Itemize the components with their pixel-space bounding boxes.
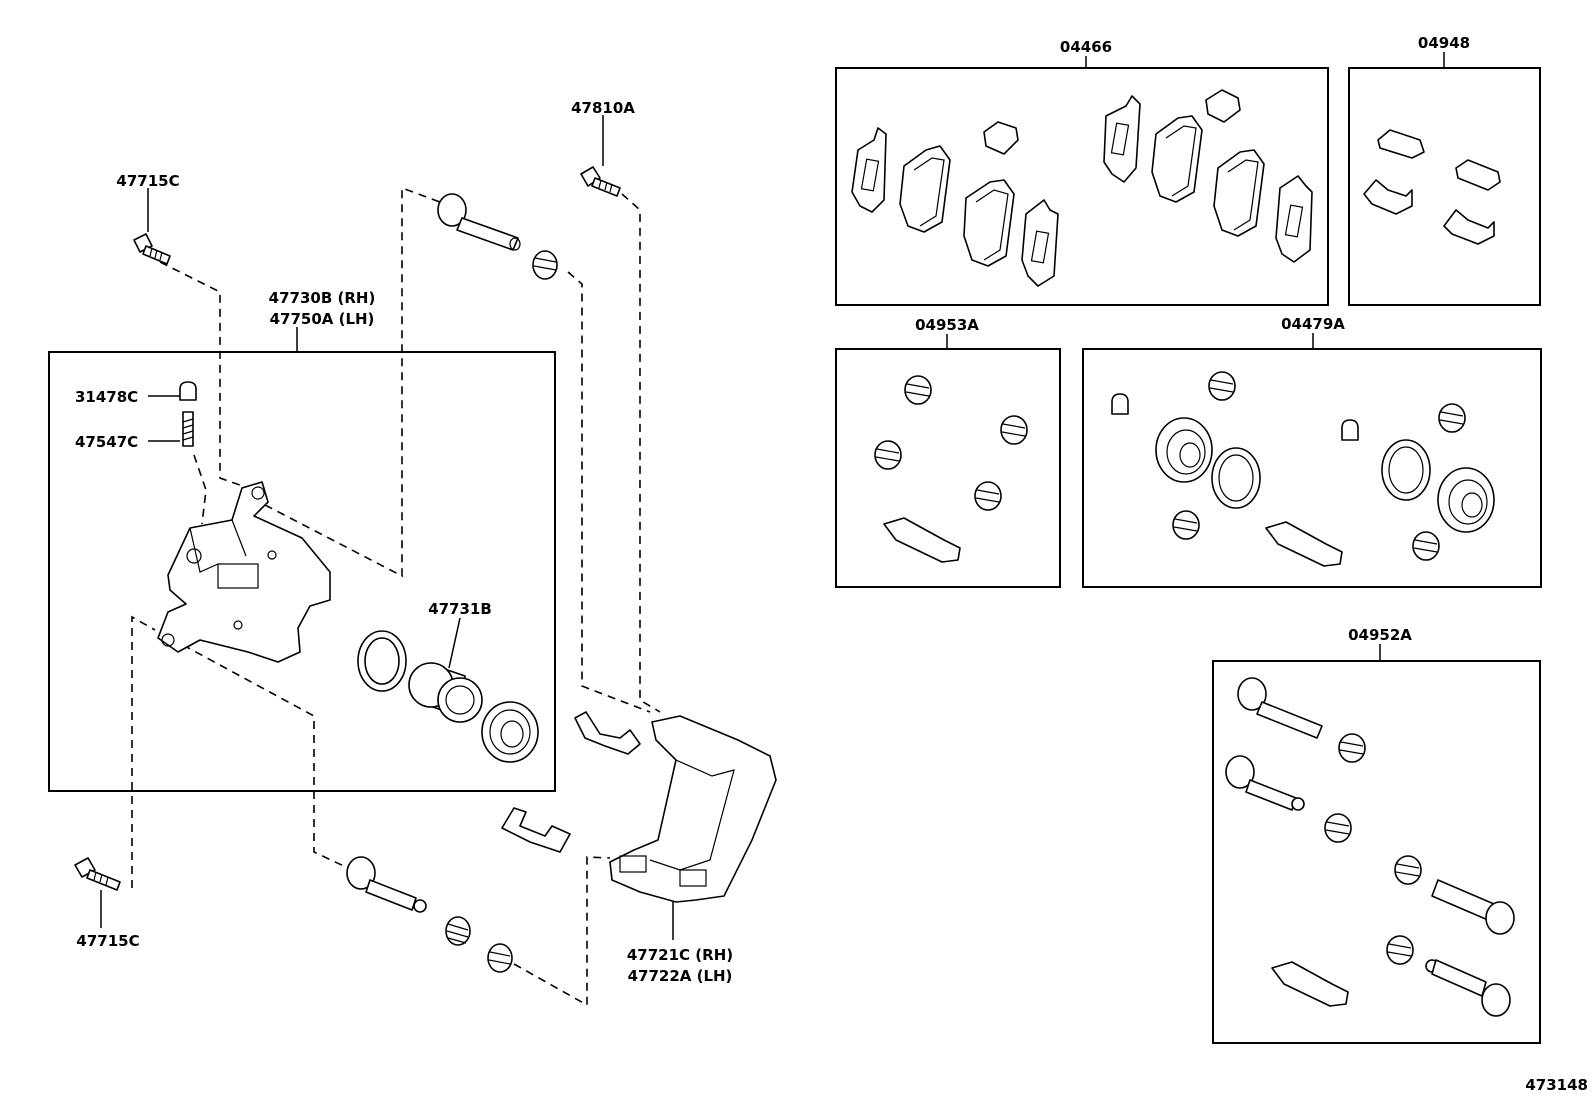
slide-pin-kit-box (1212, 660, 1541, 1044)
spring-icon (445, 916, 471, 946)
clip-icon (1205, 89, 1241, 123)
grease-tube-icon (1271, 961, 1349, 1007)
label-fitting-kit: 04948 (1418, 34, 1470, 52)
bolt-icon (74, 857, 121, 891)
label-caliper-lh: 47750A (LH) (270, 310, 375, 328)
boot-icon (1394, 855, 1422, 885)
boot-icon (974, 481, 1002, 511)
assembly-dashed-lines (131, 186, 661, 1007)
cylinder-kit-b-contents (1111, 371, 1495, 567)
clip-icon (1455, 159, 1501, 191)
seal-ring-icon (1437, 467, 1495, 533)
clip-icon (1377, 129, 1425, 159)
label-bleeder-plug: 47547C (75, 433, 138, 451)
bolt-icon (133, 233, 171, 265)
boot-icon (1438, 403, 1466, 433)
fitting-kit-contents (1363, 129, 1501, 245)
boot-icon (874, 440, 902, 470)
caliper-body-icon (157, 481, 331, 663)
grease-tube-icon (1265, 521, 1343, 567)
pad-kit-box (835, 67, 1329, 306)
diagram-number: 473148 (1525, 1076, 1588, 1094)
boot-icon (532, 250, 558, 280)
clip-icon (983, 121, 1019, 155)
label-slide-pin-kit: 04952A (1348, 626, 1412, 644)
shim-icon (1275, 175, 1313, 263)
shim-icon (1103, 95, 1141, 183)
boot-icon (1172, 510, 1200, 540)
boot-icon (481, 701, 539, 763)
label-bolt-bottom: 47715C (76, 932, 139, 950)
bolt-icon (580, 166, 621, 197)
label-bleeder-cap: 31478C (75, 388, 138, 406)
shim-icon (1021, 199, 1059, 287)
slide-pin-icon (1431, 879, 1515, 935)
label-caliper-rh: 47730B (RH) (269, 289, 376, 307)
brake-pad-icon (1151, 115, 1203, 203)
boot-icon (1208, 371, 1236, 401)
leader-lines (100, 52, 1445, 940)
cylinder-kit-a-contents (874, 375, 1028, 563)
label-cylinder-kit-a: 04953A (915, 316, 979, 334)
caliper-assembly-box (48, 351, 556, 792)
slide-pin-icon (437, 193, 521, 251)
cylinder-kit-b-box (1082, 348, 1542, 588)
mounting-bracket-icon (609, 715, 777, 903)
boot-icon (487, 943, 513, 973)
label-bolt-top: 47715C (116, 172, 179, 190)
slide-pin-icon (1425, 959, 1511, 1017)
seal-ring-icon (357, 630, 407, 692)
cylinder-kit-a-box (835, 348, 1061, 588)
piston-icon (408, 662, 483, 723)
label-pad-kit: 04466 (1060, 38, 1112, 56)
pad-kit-contents (851, 89, 1313, 287)
boot-icon (904, 375, 932, 405)
grease-tube-icon (883, 517, 961, 563)
boot-icon (1000, 415, 1028, 445)
boot-icon (1338, 733, 1366, 763)
clip-icon (501, 807, 571, 853)
shim-icon (851, 127, 887, 213)
bleeder-cap-icon (179, 381, 197, 401)
seal-ring-icon (1211, 447, 1261, 509)
seal-ring-icon (1155, 417, 1213, 483)
slide-pin-kit-contents (1225, 677, 1515, 1017)
slide-pin-icon (346, 856, 427, 913)
brake-pad-icon (899, 145, 951, 233)
slide-pin-icon (1237, 677, 1323, 739)
boot-icon (1324, 813, 1352, 843)
boot-icon (1386, 935, 1414, 965)
label-mounting-lh: 47722A (LH) (628, 967, 733, 985)
label-piston: 47731B (428, 600, 492, 618)
label-cylinder-kit-b: 04479A (1281, 315, 1345, 333)
bleeder-plug-icon (182, 411, 194, 447)
label-mounting-rh: 47721C (RH) (627, 946, 733, 964)
slide-pin-icon (1225, 755, 1305, 811)
bleeder-cap-icon (1111, 393, 1129, 415)
bleeder-cap-icon (1341, 419, 1359, 441)
brake-pad-icon (1213, 149, 1265, 237)
seal-ring-icon (1381, 439, 1431, 501)
label-bolt-right: 47810A (571, 99, 635, 117)
clip-icon (574, 711, 641, 755)
boot-icon (1412, 531, 1440, 561)
clip-icon (1443, 209, 1495, 245)
clip-icon (1363, 179, 1413, 215)
